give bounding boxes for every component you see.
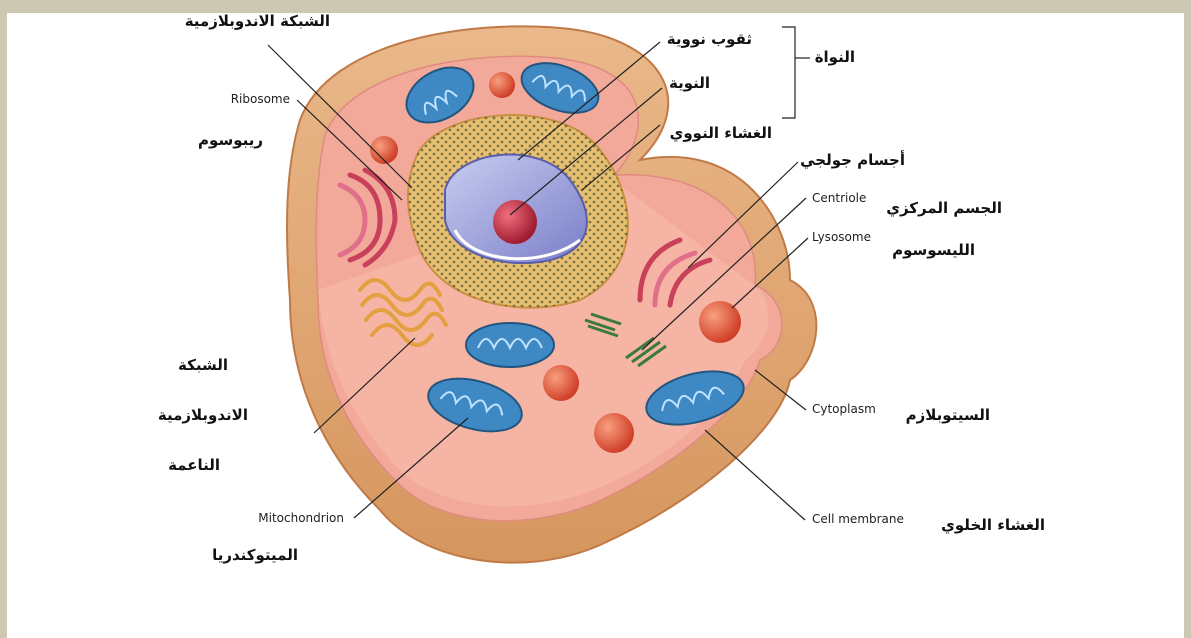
label-smooth-er-3: الناعمة bbox=[168, 456, 220, 474]
label-nuclear-pore: ثقوب نووية bbox=[667, 30, 752, 48]
lysosome-1 bbox=[489, 72, 515, 98]
label-centriole-en: Centriole bbox=[812, 191, 866, 205]
label-golgi-ar: أجسام جولجي bbox=[800, 150, 905, 169]
label-centriole-ar: الجسم المركزي bbox=[886, 199, 1002, 218]
label-nuclear-envelope: الغشاء النووي bbox=[670, 124, 772, 143]
lysosome-4 bbox=[543, 365, 579, 401]
label-cytoplasm-en: Cytoplasm bbox=[812, 402, 876, 416]
lysosome-3 bbox=[699, 301, 741, 343]
label-ribosome-ar: ريبوسوم bbox=[198, 131, 263, 149]
nucleolus bbox=[493, 200, 537, 244]
label-smooth-er-2: الاندوبلازمية bbox=[158, 406, 248, 424]
label-ribosome-en: Ribosome bbox=[231, 92, 290, 106]
label-cell-membrane-en: Cell membrane bbox=[812, 512, 904, 526]
label-nucleolus: النوية bbox=[669, 74, 710, 92]
label-nucleus-bracket: النواة bbox=[815, 48, 855, 66]
label-mitochondrion-en: Mitochondrion bbox=[258, 511, 344, 525]
label-cell-membrane-ar: الغشاء الخلوي bbox=[941, 516, 1045, 535]
cell-diagram: النواة ثقوب نووية النوية الغشاء النووي ا… bbox=[7, 13, 1184, 638]
mitochondrion-3 bbox=[466, 323, 554, 367]
label-lysosome-ar: الليسوسوم bbox=[892, 241, 975, 259]
label-mitochondrion-ar: الميتوكندريا bbox=[212, 546, 298, 564]
label-smooth-er-1: الشبكة bbox=[178, 356, 228, 374]
diagram-frame: النواة ثقوب نووية النوية الغشاء النووي ا… bbox=[7, 13, 1184, 638]
lysosome-5 bbox=[594, 413, 634, 453]
label-lysosome-en: Lysosome bbox=[812, 230, 871, 244]
label-rough-er: الشبكة الاندوبلازمية bbox=[185, 13, 330, 30]
label-cytoplasm-ar: السيتوبلازم bbox=[906, 406, 990, 424]
